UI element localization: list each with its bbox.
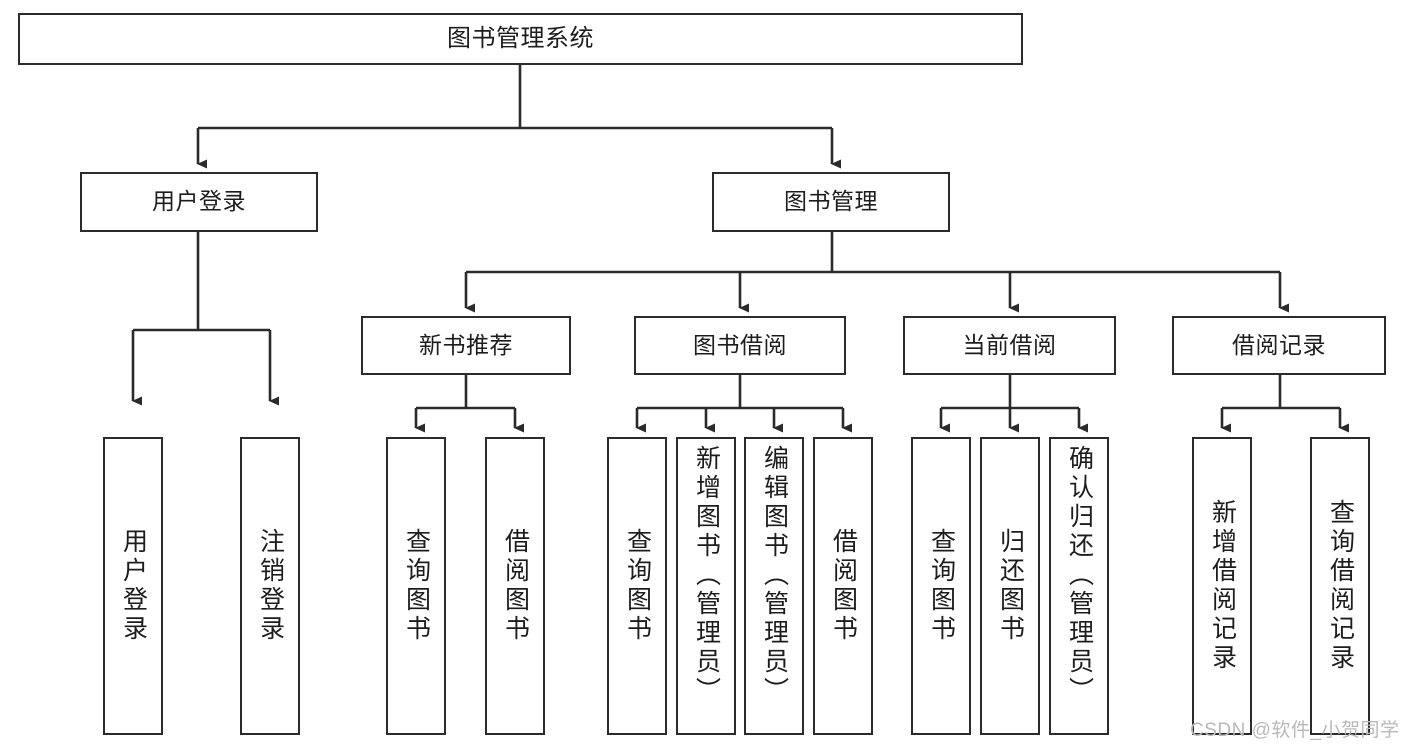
node-label: 借阅图书 [829,528,858,644]
node-label: 当前借阅 [962,331,1057,358]
node-book-manage[interactable]: 图书管理 [712,172,950,232]
node-current-borrow[interactable]: 当前借阅 [903,316,1116,375]
leaf-node-edit-book[interactable]: 编辑图书（管理员） [744,437,804,735]
node-label: 新增图书（管理员） [692,445,721,706]
node-label: 查询借阅记录 [1326,499,1355,673]
csdn-watermark: CSDN @软件_小贺同学 [1190,720,1400,741]
node-borrow-record[interactable]: 借阅记录 [1172,316,1386,375]
node-label: 用户登录 [119,528,148,644]
node-label: 图书借阅 [693,331,787,358]
leaf-node-query-book-1[interactable]: 查询图书 [386,437,446,735]
leaf-node-add-book[interactable]: 新增图书（管理员） [676,437,736,735]
leaf-node-confirm-return[interactable]: 确认归还（管理员） [1049,437,1109,735]
node-label: 注销登录 [256,528,285,644]
node-user-login[interactable]: 用户登录 [80,172,318,232]
node-book-borrow[interactable]: 图书借阅 [634,316,846,375]
node-label: 查询图书 [927,528,956,644]
leaf-node-borrow-book-2[interactable]: 借阅图书 [813,437,873,735]
node-new-book-recommend[interactable]: 新书推荐 [361,316,571,375]
node-label: 借阅图书 [501,528,530,644]
node-label: 借阅记录 [1232,331,1326,358]
node-label: 图书管理系统 [447,24,594,52]
node-label: 归还图书 [996,528,1025,644]
node-root-book-management-system[interactable]: 图书管理系统 [18,13,1023,65]
node-label: 新书推荐 [419,331,513,358]
node-label: 用户登录 [152,188,246,215]
node-label: 编辑图书（管理员） [760,445,789,706]
leaf-node-logout[interactable]: 注销登录 [240,437,300,735]
node-label: 新增借阅记录 [1208,499,1237,673]
leaf-node-add-record[interactable]: 新增借阅记录 [1192,437,1252,735]
leaf-node-borrow-book-1[interactable]: 借阅图书 [485,437,545,735]
node-label: 查询图书 [623,528,652,644]
leaf-node-query-book-2[interactable]: 查询图书 [607,437,667,735]
node-label: 查询图书 [402,528,431,644]
node-label: 确认归还（管理员） [1065,445,1094,706]
leaf-node-query-record[interactable]: 查询借阅记录 [1310,437,1370,735]
leaf-node-query-book-3[interactable]: 查询图书 [911,437,971,735]
leaf-node-return-book[interactable]: 归还图书 [980,437,1040,735]
node-label: 图书管理 [784,188,878,215]
leaf-node-user-login[interactable]: 用户登录 [103,437,163,735]
